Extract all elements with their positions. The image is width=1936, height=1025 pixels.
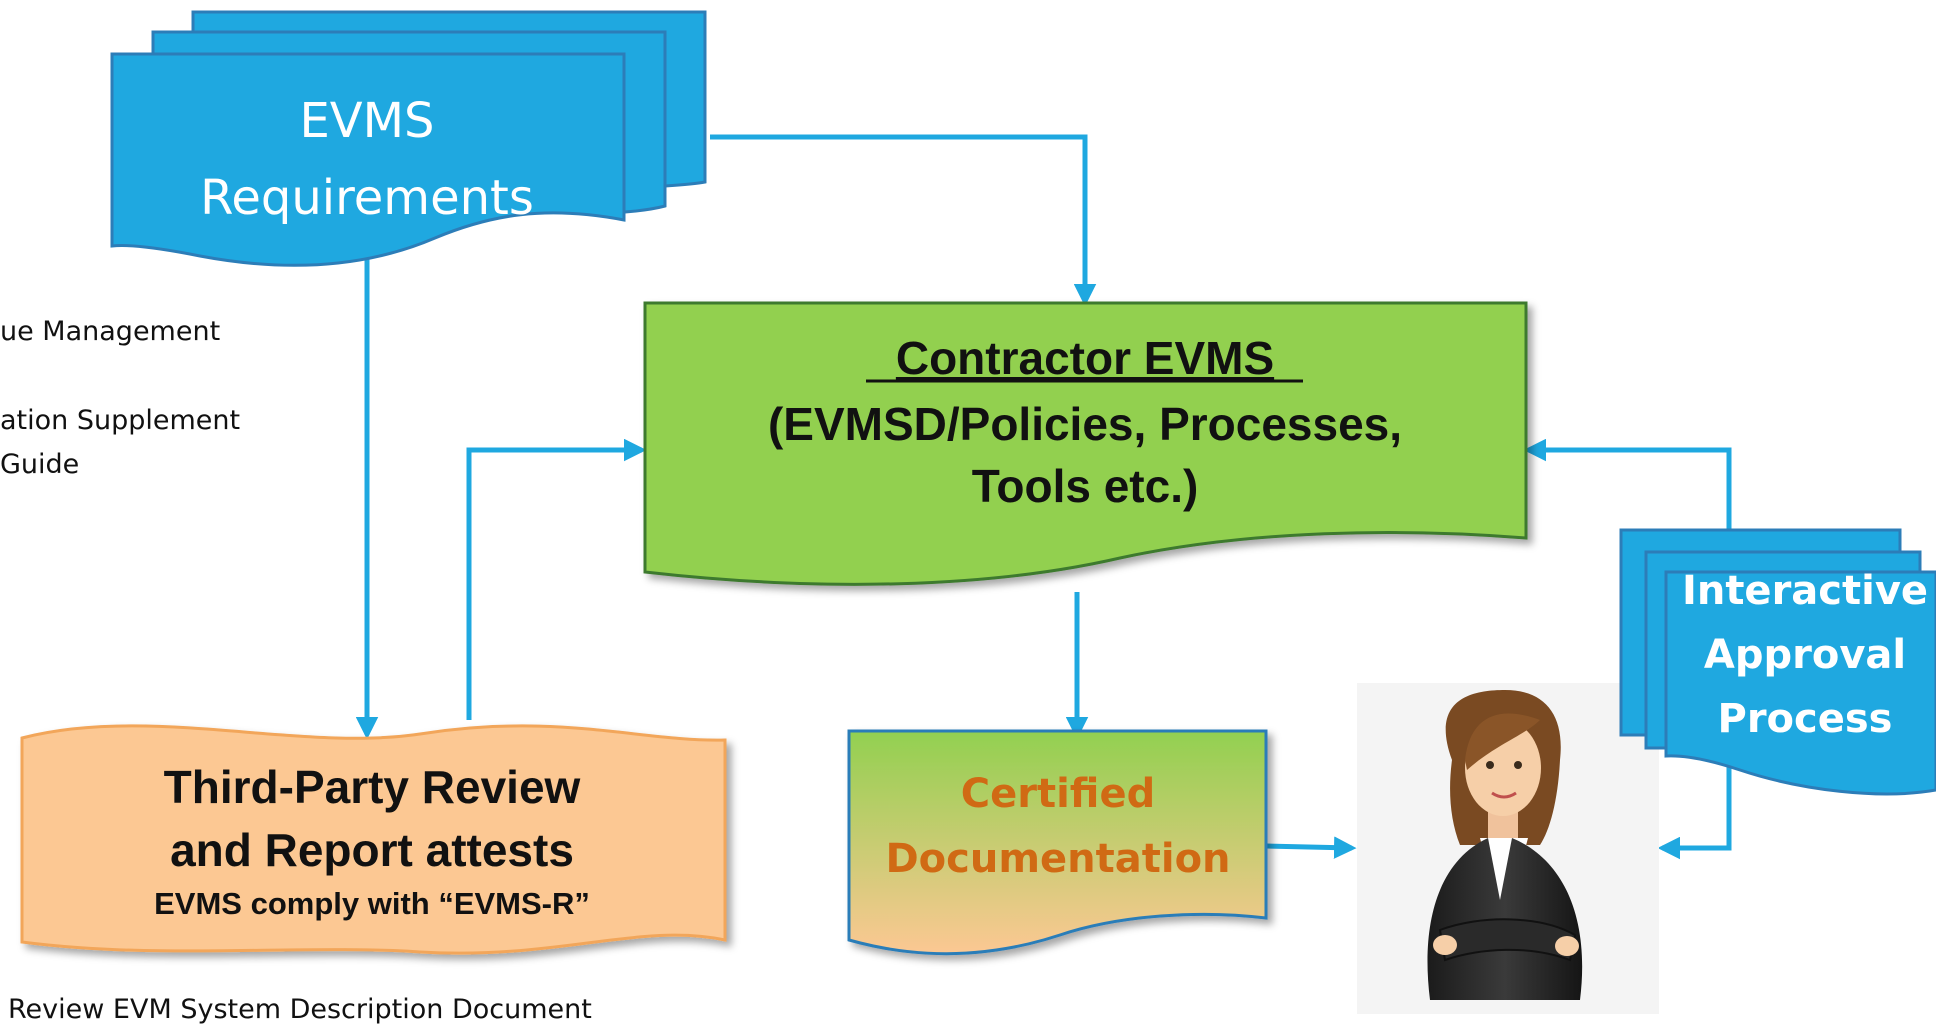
arrow-approval-to-person [1657, 730, 1732, 860]
arrow-requirements-to-contractor [710, 134, 1097, 307]
requirements-line1: EVMS [299, 93, 434, 149]
side-note-2: ation Supplement [0, 405, 241, 436]
arrow-certified-to-person [1266, 836, 1357, 859]
side-note-3: Guide [0, 449, 80, 480]
person-illustration [1357, 683, 1659, 1014]
contractor-line2: (EVMSD/Policies, Processes, [768, 398, 1402, 450]
certified-shape [847, 729, 1268, 956]
side-note-1: ue Management [0, 316, 221, 347]
approval-shape [1619, 528, 1936, 796]
contractor-line3: Tools etc.) [972, 460, 1199, 512]
requirements-line2: Requirements [200, 170, 534, 226]
review-line2: and Report attests [170, 824, 574, 876]
contractor-title: Contractor EVMS [896, 332, 1274, 384]
approval-line2: Approval [1704, 632, 1906, 678]
contractor-shape [643, 301, 1528, 586]
review-line1: Third-Party Review [164, 761, 581, 813]
approval-line1: Interactive [1682, 568, 1928, 614]
arrow-review-to-contractor [466, 438, 647, 720]
arrow-approval-to-contractor [1523, 438, 1732, 540]
certified-line1: Certified [961, 771, 1155, 817]
certified-line2: Documentation [885, 836, 1230, 882]
review-shape [20, 724, 727, 955]
approval-line3: Process [1718, 696, 1893, 742]
review-line3: EVMS comply with “EVMS-R” [154, 886, 590, 921]
requirements-shape [110, 10, 707, 267]
connectors [355, 134, 1732, 860]
